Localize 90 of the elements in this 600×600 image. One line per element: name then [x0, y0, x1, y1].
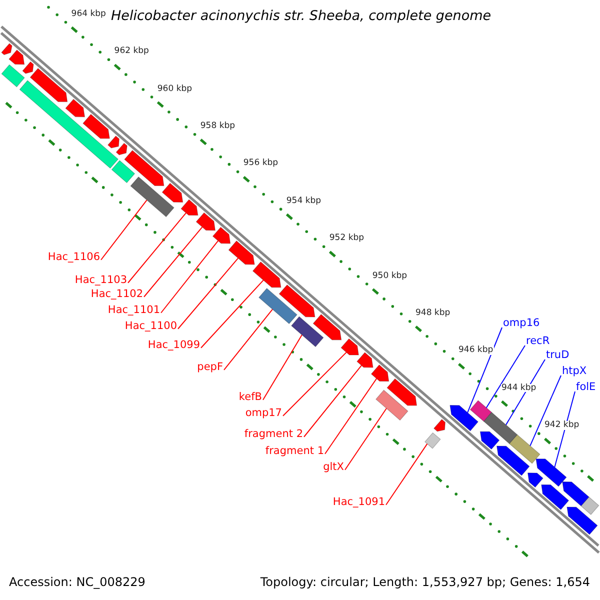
leader-line — [282, 352, 347, 416]
leader-line — [386, 443, 428, 506]
leader-line — [224, 308, 273, 370]
scale-label: 956 kbp — [242, 159, 280, 168]
gene-label: Hac_1100 — [124, 321, 177, 332]
scale-label: 958 kbp — [199, 122, 236, 130]
gene-bar — [483, 412, 518, 444]
scale-label: 954 kbp — [285, 196, 322, 206]
gene-feature — [480, 431, 500, 450]
gene-label: htpX — [562, 366, 587, 376]
title: Helicobacter acinonychis str. Sheeba, complete genome — [111, 10, 492, 24]
genome-summary: Topology: circular; Length: 1,553,927 bp; Genes: 1,654 — [260, 576, 590, 588]
leader-line — [467, 327, 502, 414]
gene-bar — [508, 434, 540, 464]
gene-bar — [290, 316, 324, 348]
scale-label: 942 kbp — [544, 421, 580, 430]
gene-feature — [180, 199, 198, 216]
gene-label: pepF — [197, 362, 223, 372]
gene-label: fragment 2 — [244, 429, 303, 440]
scale-label: 960 kbp — [156, 84, 194, 93]
gene-bar — [470, 400, 492, 422]
scale-label: 948 kbp — [414, 308, 452, 318]
gene-bar — [375, 390, 408, 421]
scale-label: 964 kbp — [70, 10, 107, 18]
gene-label: folE — [576, 382, 596, 392]
leader-line — [128, 212, 187, 284]
leader-line — [178, 258, 239, 330]
gene-feature — [162, 182, 184, 202]
gene-feature — [566, 506, 598, 535]
gene-feature — [82, 114, 110, 139]
leader-line — [160, 240, 219, 314]
gene-feature — [252, 261, 282, 288]
gene-feature — [116, 142, 128, 156]
scale-label: 962 kbp — [113, 47, 150, 56]
accession-text: Accession: NC_008229 — [9, 576, 146, 588]
gene-bar — [130, 176, 174, 218]
gene-bar — [1, 64, 25, 88]
gene-feature — [278, 284, 316, 318]
gene-label: kefB — [238, 392, 262, 402]
gene-feature — [450, 405, 479, 432]
gene-feature — [30, 68, 68, 102]
gene-label: Hac_1091 — [332, 497, 385, 508]
scale-label: 944 kbp — [500, 384, 538, 392]
leader-line — [486, 345, 526, 408]
leader-line — [324, 378, 378, 454]
gene-feature — [312, 314, 342, 340]
gene-feature — [541, 484, 570, 510]
gene-feature — [107, 136, 120, 148]
gene-label: recR — [526, 336, 550, 346]
leader-line — [100, 200, 148, 260]
gene-label: Hac_1101 — [108, 305, 160, 316]
leader-line — [200, 280, 264, 348]
gene-feature — [370, 364, 390, 382]
gene-feature — [496, 446, 530, 476]
gene-label: Hac_1103 — [74, 275, 127, 286]
scale-label: 946 kbp — [458, 346, 494, 355]
gene-feature — [433, 418, 446, 432]
gene-label: truD — [546, 350, 570, 360]
leader-line — [144, 226, 203, 298]
leader-line — [344, 408, 387, 470]
gene-label: Hac_1099 — [148, 340, 200, 350]
leader-line — [505, 359, 546, 426]
gene-feature — [562, 482, 590, 506]
gene-bar — [19, 80, 119, 169]
leader-line — [530, 375, 562, 446]
leader-line — [262, 334, 302, 400]
gene-label: Hac_1106 — [48, 252, 100, 262]
gene-feature — [196, 212, 216, 231]
gene-label: fragment 1 — [265, 446, 324, 456]
gene-feature — [1, 43, 12, 56]
gene-feature — [340, 338, 359, 356]
gene-feature — [356, 352, 374, 368]
leader-line — [304, 364, 362, 438]
scale-label: 950 kbp — [371, 272, 408, 280]
gene-label: omp16 — [503, 318, 540, 328]
gene-feature — [124, 150, 164, 186]
gene-bar — [111, 160, 136, 184]
gene-label: Hac_1102 — [90, 289, 143, 300]
gene-feature — [527, 472, 544, 488]
gene-label: omp17 — [245, 408, 282, 418]
gene-feature — [212, 226, 231, 244]
gene-bar — [424, 432, 441, 449]
gene-feature — [65, 98, 86, 118]
gene-label: gltX — [323, 462, 344, 472]
gene-feature — [386, 378, 418, 406]
gene-bar — [258, 288, 298, 324]
gene-feature — [228, 240, 255, 265]
scale-label: 952 kbp — [328, 234, 366, 243]
gene-feature — [22, 61, 34, 74]
gene-bar — [580, 496, 600, 516]
